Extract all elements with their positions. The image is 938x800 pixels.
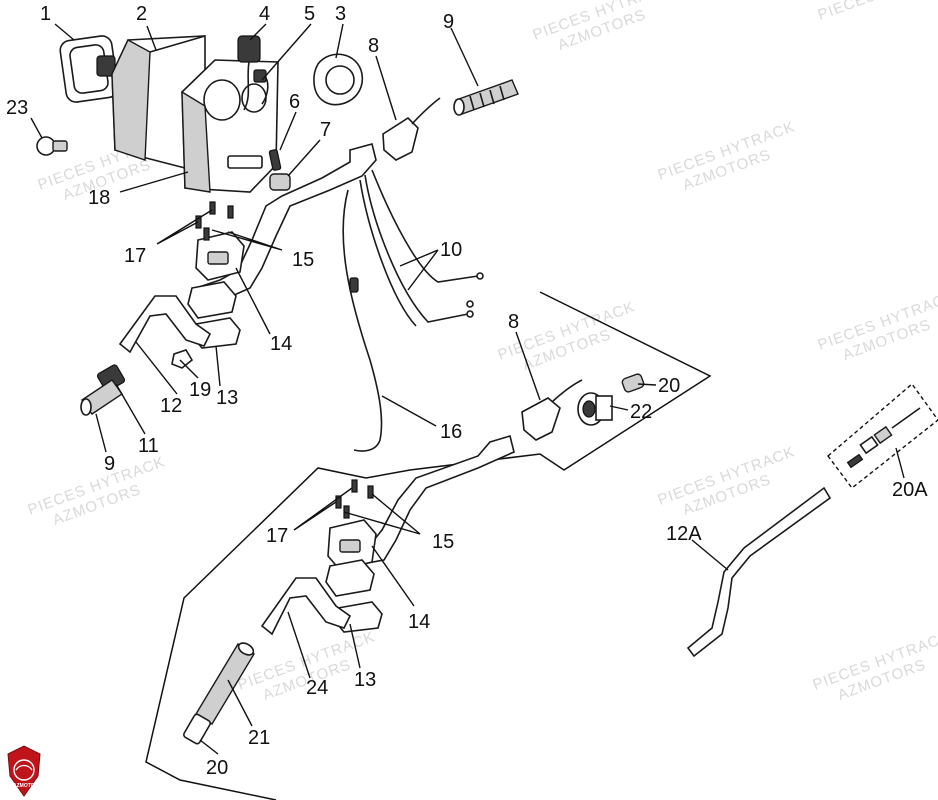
part-23-bulb (36, 136, 68, 156)
part-14-clamp-lower (327, 519, 377, 571)
callout-14: 14 (408, 611, 430, 633)
part-1-headlight-lens (59, 35, 119, 103)
watermark-line1: PIECES HYTRACK (816, 0, 938, 24)
callouts: 1 2 3 4 5 6 7 8 9 23 18 17 15 10 14 8 12… (6, 3, 928, 779)
callout-13: 13 (216, 387, 238, 409)
logo-swoosh (15, 764, 33, 771)
callout-12: 12 (160, 395, 182, 417)
logo-text: AZMOTORS (13, 783, 42, 789)
callout-2: 2 (136, 3, 147, 25)
part-4-switch (237, 35, 261, 111)
part-2-headlight-housing (111, 35, 206, 169)
part-14-clamp-upper (195, 231, 245, 281)
callout-13: 13 (354, 669, 376, 691)
logo-shield (7, 745, 41, 797)
callout-21: 21 (248, 727, 270, 749)
callout-11: 11 (138, 435, 159, 457)
part-8-switch-lower (521, 379, 583, 441)
part-20-bar-end-lower (183, 713, 211, 745)
callout-17: 17 (266, 525, 288, 547)
part-9-grip-lower-left (80, 379, 123, 416)
azmotors-logo: AZMOTORS (7, 745, 42, 797)
part-17-screws-upper (195, 201, 234, 241)
callout-7: 7 (320, 119, 331, 141)
part-24-handlebar (260, 577, 352, 636)
callout-1: 1 (40, 3, 51, 25)
callout-8: 8 (368, 35, 379, 57)
part-16-cable (342, 189, 383, 452)
logo-ring (13, 759, 35, 781)
callout-9: 9 (104, 453, 115, 475)
callout-16: 16 (440, 421, 462, 443)
part-8-switch-upper (382, 97, 441, 161)
part-18-instrument-housing (181, 59, 279, 193)
callout-9: 9 (443, 11, 454, 33)
callout-12A: 12A (666, 523, 702, 545)
part-3-gauge-gasket (313, 53, 363, 106)
callout-20: 20 (206, 757, 228, 779)
callout-15: 15 (292, 249, 314, 271)
part-20-bar-end-upper (621, 373, 645, 393)
leader-lines (30, 23, 905, 755)
callout-18: 18 (88, 187, 110, 209)
part-9-grip-upper (453, 79, 519, 116)
callout-22: 22 (630, 401, 652, 423)
callout-5: 5 (304, 3, 315, 25)
part-22-end-cap (577, 392, 613, 426)
alternative-boundary (145, 291, 712, 800)
part-17-screws-lower (335, 479, 374, 519)
callout-14: 14 (270, 333, 292, 355)
part-7-grommet (269, 173, 291, 191)
part-12A-handlebar (686, 486, 832, 658)
callout-20: 20 (658, 375, 680, 397)
callout-4: 4 (259, 3, 270, 25)
callout-19: 19 (189, 379, 211, 401)
callout-15: 15 (432, 531, 454, 553)
part-12-handlebar-upper (118, 295, 212, 354)
callout-17: 17 (124, 245, 146, 267)
part-6-bolt (268, 149, 282, 171)
part-10-cables (359, 169, 484, 327)
callout-20A: 20A (892, 479, 928, 501)
callout-23: 23 (6, 97, 28, 119)
callout-8: 8 (508, 311, 519, 333)
part-20A-box (827, 382, 938, 489)
part-19-nut (171, 349, 194, 369)
part-21-grip-lower (195, 642, 255, 725)
callout-10: 10 (440, 239, 462, 261)
callout-24: 24 (306, 677, 328, 699)
callout-6: 6 (289, 91, 300, 113)
part-20A-kit (827, 382, 938, 489)
callout-3: 3 (335, 3, 346, 25)
